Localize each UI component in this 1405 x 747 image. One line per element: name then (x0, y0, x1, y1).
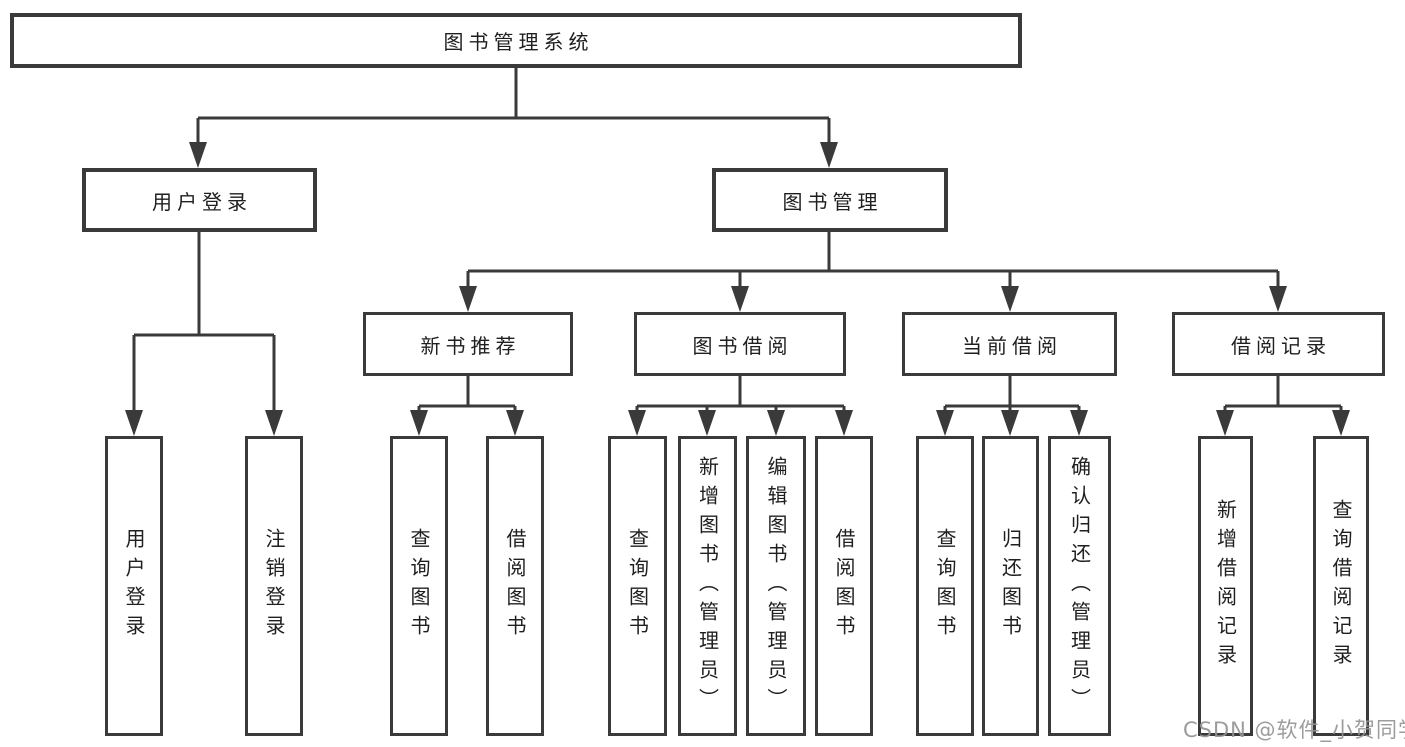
node-label: 编辑图书（管理员） (764, 455, 788, 717)
leaf-user-login: 用户登录 (105, 436, 163, 736)
node-label: 归还图书 (998, 528, 1023, 644)
node-label: 图书借阅 (692, 333, 793, 358)
leaf-query-borrow-records: 查询借阅记录 (1313, 436, 1369, 736)
csdn-watermark: CSDN @软件_小贺同学 (1183, 718, 1405, 742)
node-label: 用户登录 (122, 528, 146, 644)
node-label: 当前借阅 (962, 333, 1062, 358)
node-label: 确认归还（管理员） (1067, 455, 1092, 717)
leaf-query-books-recommend: 查询图书 (390, 436, 448, 736)
node-label: 借阅图书 (503, 528, 527, 644)
node-label: 图书管理系统 (443, 30, 594, 54)
node-label: 查询图书 (407, 528, 431, 644)
node-current-borrowing: 当前借阅 (902, 312, 1117, 376)
node-label: 注销登录 (262, 528, 286, 644)
node-book-borrowing: 图书借阅 (634, 312, 846, 376)
leaf-add-borrow-record: 新增借阅记录 (1198, 436, 1253, 736)
leaf-return-books: 归还图书 (982, 436, 1039, 736)
leaf-borrow-books: 借阅图书 (815, 436, 873, 736)
leaf-query-books-current: 查询图书 (916, 436, 974, 736)
node-label: 查询图书 (625, 528, 650, 644)
node-new-book-recommend: 新书推荐 (363, 312, 573, 376)
node-user-login: 用户登录 (82, 168, 317, 232)
node-label: 用户登录 (152, 189, 252, 214)
node-label: 查询借阅记录 (1329, 499, 1353, 673)
leaf-edit-books-admin: 编辑图书（管理员） (746, 436, 806, 736)
leaf-borrow-books-recommend: 借阅图书 (486, 436, 544, 736)
node-label: 借阅记录 (1231, 333, 1331, 358)
arrowheads (125, 142, 1350, 436)
node-label: 新增图书（管理员） (695, 455, 720, 717)
node-borrow-records: 借阅记录 (1172, 312, 1385, 376)
node-label: 查询图书 (933, 528, 957, 644)
node-label: 新增借阅记录 (1213, 499, 1238, 673)
node-label: 借阅图书 (832, 528, 856, 644)
leaf-logout: 注销登录 (245, 436, 303, 736)
node-label: 图书管理 (782, 189, 883, 214)
node-book-management: 图书管理 (712, 168, 948, 232)
node-library-system: 图书管理系统 (10, 13, 1022, 68)
leaf-confirm-return-admin: 确认归还（管理员） (1048, 436, 1111, 736)
leaf-add-books-admin: 新增图书（管理员） (678, 436, 737, 736)
leaf-query-books-borrowing: 查询图书 (608, 436, 667, 736)
node-label: 新书推荐 (420, 333, 521, 358)
